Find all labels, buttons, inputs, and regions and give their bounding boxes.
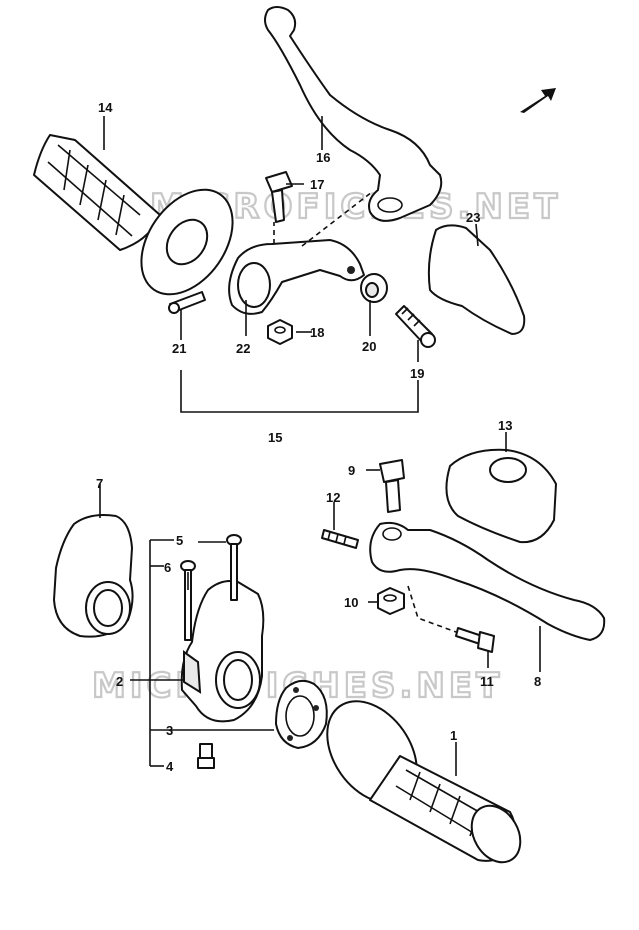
callout-12: 12 — [326, 490, 340, 505]
group-bracket-15 — [180, 370, 419, 413]
lever-cover-23 — [427, 224, 526, 335]
pin-12 — [321, 529, 359, 549]
brake-lever-8 — [369, 521, 606, 641]
lever-cover-13 — [445, 448, 557, 544]
switch-cover-7 — [53, 514, 134, 638]
callout-17: 17 — [310, 177, 324, 192]
callout-13: 13 — [498, 418, 512, 433]
front-arrow-icon — [520, 88, 556, 113]
callout-18: 18 — [310, 325, 324, 340]
dashed-leader-11 — [407, 585, 457, 633]
callout-11: 11 — [480, 674, 494, 689]
callout-8: 8 — [534, 674, 541, 689]
callout-5: 5 — [176, 533, 183, 548]
callout-10: 10 — [344, 595, 358, 610]
callout-7: 7 — [96, 476, 103, 491]
bolt-11 — [455, 627, 495, 653]
callout-20: 20 — [362, 339, 376, 354]
callout-4: 4 — [166, 759, 174, 774]
switch-assembly-2 — [180, 580, 265, 723]
callout-1: 1 — [450, 728, 457, 743]
callout-22: 22 — [236, 341, 250, 356]
nut-18 — [267, 319, 293, 345]
plate-3 — [275, 679, 328, 749]
dashed-leader-16 — [301, 191, 373, 247]
callout-6: 6 — [164, 560, 171, 575]
leader-lines — [99, 116, 541, 776]
left-grip — [33, 134, 234, 296]
lever-bracket — [228, 239, 365, 315]
callout-23: 23 — [466, 210, 480, 225]
adjuster-19 — [395, 305, 436, 348]
bolt-9 — [379, 459, 405, 513]
bolt-17 — [265, 171, 293, 223]
bolt-21 — [168, 291, 206, 314]
callout-21: 21 — [172, 341, 186, 356]
screw-6 — [180, 560, 196, 641]
right-grip — [326, 700, 522, 864]
callout-16: 16 — [316, 150, 330, 165]
callout-14: 14 — [98, 100, 113, 115]
nut-10 — [377, 587, 405, 615]
callout-19: 19 — [410, 366, 424, 381]
collar-20 — [360, 273, 388, 303]
callout-3: 3 — [166, 723, 173, 738]
screw-4 — [197, 743, 215, 769]
callout-9: 9 — [348, 463, 355, 478]
screw-5 — [226, 534, 242, 601]
callout-15: 15 — [268, 430, 282, 445]
upper-lever — [264, 6, 443, 222]
callout-2: 2 — [116, 674, 123, 689]
